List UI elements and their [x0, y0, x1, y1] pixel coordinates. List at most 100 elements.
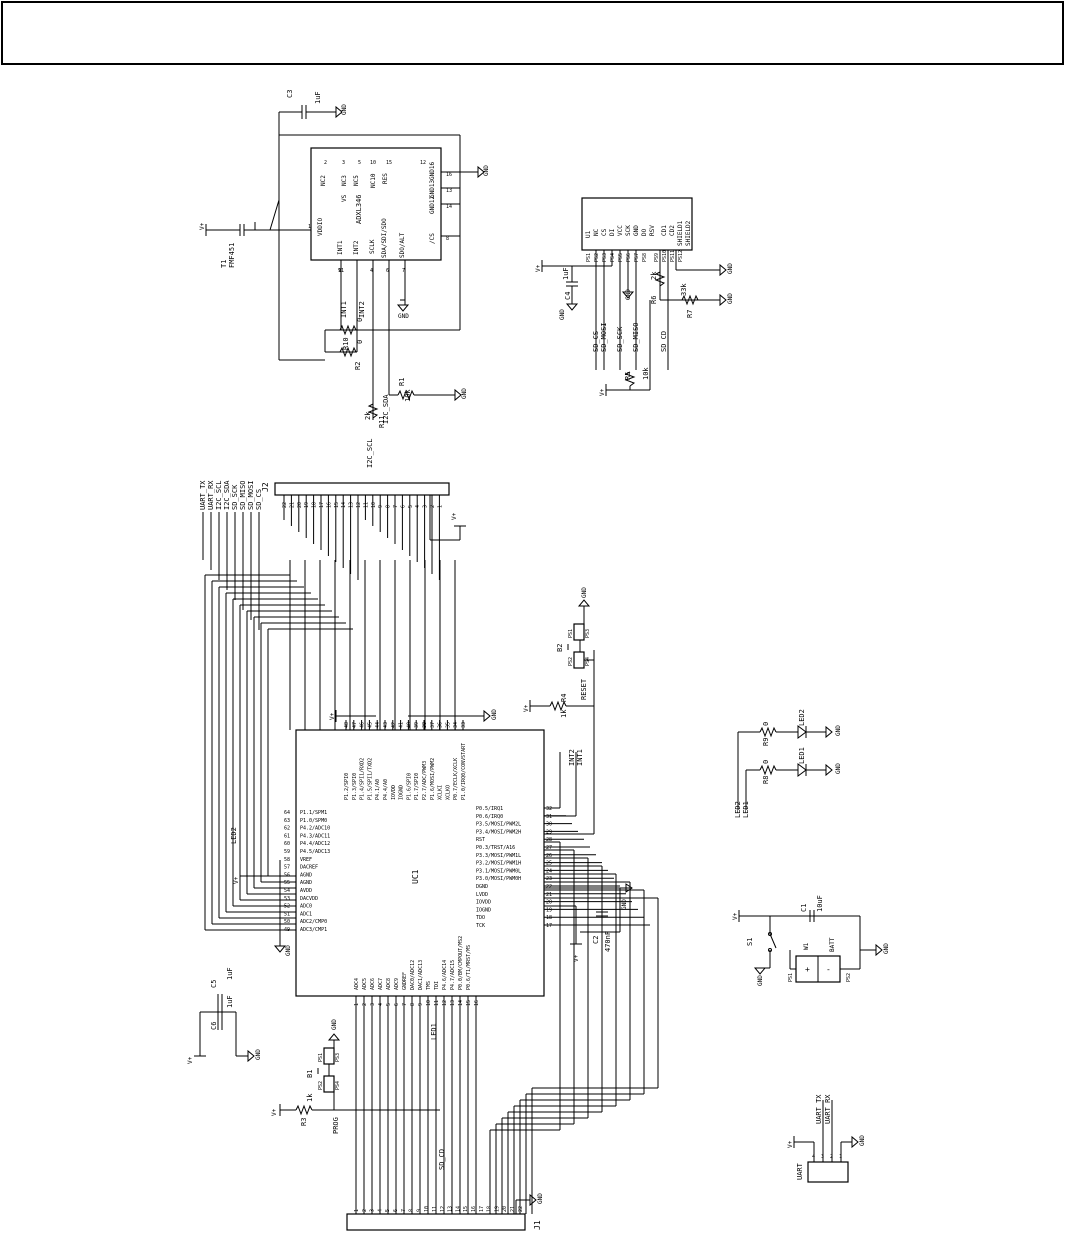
uc1-bottom-pin: ADC4 — [354, 978, 360, 990]
net-led1-r: LED1 — [742, 801, 750, 818]
led-2: LED2 — [797, 709, 826, 739]
adxl346-part: ADXL346 — [355, 194, 363, 224]
j2-pin-number: 12 — [356, 502, 362, 508]
j2-pin-number: 19 — [304, 502, 310, 508]
w1-ref: W1 — [803, 942, 810, 950]
uc1-right-pin-number: 26 — [546, 853, 552, 859]
j1-pin-number: 20 — [502, 1206, 508, 1212]
pin-number: 1 — [308, 224, 311, 230]
j1-pin-number: 10 — [424, 1206, 430, 1212]
j1-pin-number: 1 — [354, 1209, 360, 1212]
j1-pin-number: 8 — [409, 1209, 415, 1212]
uc1-left-pin-number: 60 — [284, 841, 290, 847]
uc1-top-pin-labels: P1.2/SPI048P1.3/SPI047P1.4/SPI1/RXD246P1… — [344, 720, 467, 800]
j1-pin-number: 16 — [471, 1206, 477, 1212]
sd-pad: PS7 — [634, 253, 640, 262]
resistor-r4: V+ R4 1k — [523, 694, 594, 718]
uc1-top-pin: P1.5/SPI1/TXD2 — [367, 758, 373, 800]
ground-symbol: GND — [477, 165, 490, 179]
uc1-bottom-pin: DAC0/ADC12 — [410, 960, 416, 990]
gnd-label: GND — [537, 1193, 544, 1204]
sd-pad: PS8 — [642, 253, 648, 262]
vplus-label: V+ — [451, 512, 458, 520]
accel-pin-cs: /CS — [429, 233, 436, 244]
uc1-right-pin-number: 19 — [546, 907, 552, 913]
vplus-symbol: V+ — [233, 870, 296, 884]
r10-value: 0 — [356, 318, 364, 322]
j2-pin-number: 4 — [415, 505, 421, 508]
gnd-label: GND — [255, 1049, 262, 1060]
j2-ref: J2 — [261, 482, 270, 492]
gnd-label: GND — [331, 1019, 338, 1030]
b2-ref: B2 — [556, 644, 564, 652]
sd-pin: SCK — [625, 225, 632, 236]
uc1-top-pin-number: 47 — [352, 722, 358, 728]
uc1-bottom-pin: ADC6 — [370, 978, 376, 990]
uc1-bottom-pin: ADC5 — [362, 978, 368, 990]
j2-pin-number: 14 — [341, 502, 347, 508]
uc1-section: UC1 P1.2/SPI048P1.3/SPI047P1.4/SPI1/RXD2… — [187, 587, 659, 1214]
c5-value: 1uF — [226, 967, 234, 980]
capacitor-c4: GND C4 1uF — [559, 266, 579, 320]
uart-connector — [807, 1161, 849, 1183]
gnd-label: GND — [398, 313, 409, 320]
uc1-right-pin: P3.0/MOSI/PWM0H — [476, 876, 521, 882]
uc1-right-pin: P0.5/IRQ1 — [476, 806, 503, 812]
ground-symbol: GND — [396, 304, 409, 320]
j1-pin-number: 19 — [494, 1206, 500, 1212]
uc1-top-pin-number: 34 — [453, 722, 459, 728]
resistor-r9: R9 0 — [759, 722, 777, 746]
uc1-left-pin-number: 57 — [284, 865, 290, 871]
pushbutton-b1: GND B1 PS1 PS2 PS3 PS4 — [306, 1019, 341, 1093]
r6-value: 2k — [650, 271, 658, 280]
r3-value: 1k — [306, 1093, 314, 1102]
net-sd-sck: SD_SCK — [616, 326, 624, 352]
j1-pin-number: 18 — [487, 1206, 493, 1212]
vplus-label: V+ — [573, 954, 580, 962]
switch-s1: GND S1 — [746, 916, 777, 986]
capacitor-c1: C1 10uF — [800, 895, 824, 922]
c4-value: 1uF — [562, 267, 570, 280]
accel-pin-sclk: SCLK — [369, 239, 376, 254]
uc1-bottom-pin-number: 9 — [418, 1003, 424, 1006]
uc1-bottom-pin: P0.6/T1/MRST/MS — [466, 945, 472, 990]
pin-number: 15 — [386, 160, 392, 166]
vplus-label: V+ — [599, 388, 606, 396]
uc1-top-pin: P2.7/ADC/PWM3 — [422, 761, 428, 800]
j1-pin-number: 4 — [377, 1209, 383, 1212]
j2-pin-number: 10 — [371, 502, 377, 508]
net-label: I2C_SDA — [223, 480, 231, 510]
uc1-left-pin: AGND — [300, 880, 312, 886]
j1-pin-number: 7 — [401, 1209, 407, 1212]
sd-pin: GND — [633, 225, 640, 236]
b1-pad: PS1 — [318, 1053, 324, 1062]
net-label: UART_RX — [207, 480, 215, 510]
r2-ref: R2 — [354, 362, 362, 370]
uc1-top-pin-number: 38 — [422, 722, 428, 728]
r10-ref: R10 — [342, 337, 350, 350]
resistor-r3: V+ R3 1k — [271, 1093, 440, 1126]
r7-value: 33k — [680, 283, 688, 296]
j2-wires — [202, 495, 456, 931]
sd-pad: PS6 — [626, 253, 632, 262]
uc1-right-pin: RST — [476, 837, 485, 843]
uc1-right-pin-number: 21 — [546, 892, 552, 898]
vplus-label: V+ — [329, 712, 336, 720]
uc1-left-pin-number: 58 — [284, 857, 290, 863]
accel-pin-nc5: NC5 — [353, 175, 360, 186]
adxl346-chip — [310, 147, 442, 261]
uc1-left-pin-number: 49 — [284, 927, 290, 933]
accel-pin-nc3: NC3 — [341, 175, 348, 186]
uart-section: UART 4 3 2 1 V+ GND UART_TX UART_RX — [787, 1094, 866, 1183]
accel-pin-sdo: SDO/ALT — [399, 232, 406, 258]
c2-ref: C2 — [592, 936, 600, 944]
pin-number: 8 — [446, 236, 449, 242]
net-int2: INT2 — [358, 301, 366, 318]
net-int2-uc: INT2 — [568, 749, 576, 766]
j2-pin-number: 6 — [400, 505, 406, 508]
uc1-bottom-pin: TDI — [434, 981, 440, 990]
gnd-label: GND — [491, 709, 498, 720]
bottom-wires — [355, 841, 659, 1214]
